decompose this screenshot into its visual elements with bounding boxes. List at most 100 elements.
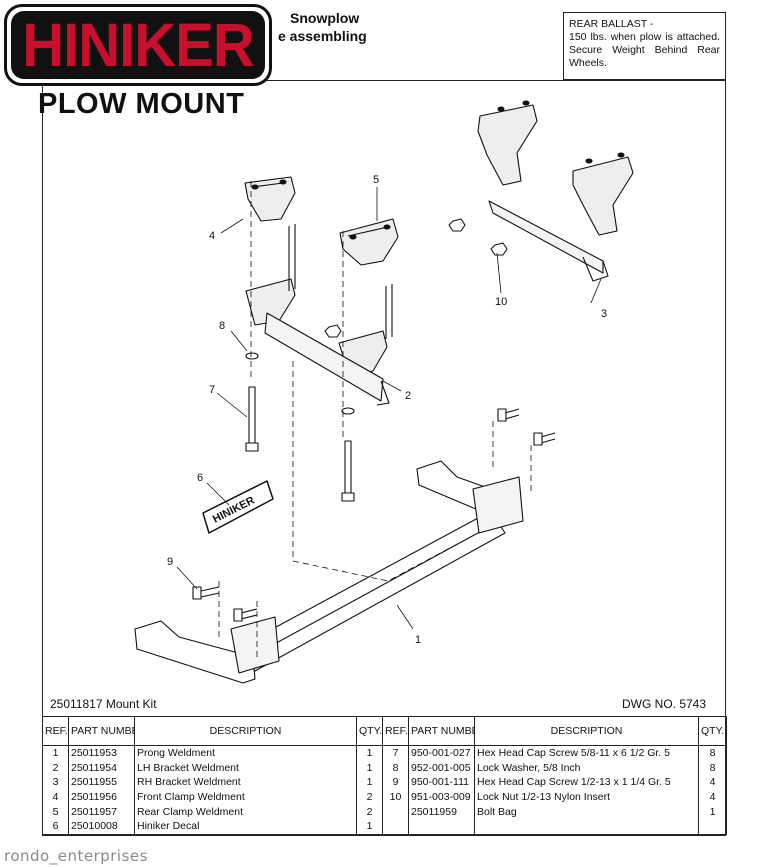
- callout-10: 10: [495, 296, 507, 308]
- kit-label: 25011817 Mount Kit: [50, 697, 157, 711]
- qty-2: 4: [698, 789, 727, 805]
- table-header-row: REF. NO. PART NUMBER DESCRIPTION QTY. RE…: [42, 716, 727, 746]
- header-part-number-2: PART NUMBER: [408, 716, 475, 746]
- part-number: 25011955: [68, 775, 135, 790]
- rh-bracket-part-3: [477, 100, 634, 282]
- table-row: 5 25011957 Rear Clamp Weldment 2 2501195…: [42, 804, 727, 819]
- description: LH Bracket Weldment: [134, 760, 357, 776]
- ref-2: 8: [382, 760, 409, 776]
- description: Rear Clamp Weldment: [134, 804, 357, 819]
- description-2: Hex Head Cap Screw 1/2-13 x 1 1/4 Gr. 5: [474, 775, 699, 790]
- table-row: 6 25010008 Hiniker Decal 1: [42, 818, 727, 835]
- qty: 2: [356, 804, 383, 819]
- qty: 1: [356, 760, 383, 776]
- cap-screw-part-7: [245, 386, 355, 502]
- callout-6: 6: [197, 472, 203, 484]
- description-2: Hex Head Cap Screw 5/8-11 x 6 1/2 Gr. 5: [474, 745, 699, 761]
- description-2: Lock Washer, 5/8 Inch: [474, 760, 699, 776]
- table-row: 4 25011956 Front Clamp Weldment 2 10 951…: [42, 789, 727, 805]
- ref: 6: [42, 818, 69, 835]
- lock-washer-part-8: [245, 352, 355, 415]
- rear-clamp-part-4: [244, 176, 296, 222]
- header-qty-2: QTY.: [698, 716, 727, 746]
- part-number: 25011957: [68, 804, 135, 819]
- header-line-1: Snowplow: [290, 10, 360, 26]
- watermark: rondo_enterprises: [4, 847, 148, 865]
- part-number-2: 951-003-009: [408, 789, 475, 805]
- qty-2: [698, 818, 727, 835]
- callout-1: 1: [415, 634, 421, 646]
- callout-leaders: [176, 187, 602, 630]
- callout-labels: 4 5 3 8 7 2 6 9 1 10: [167, 174, 607, 646]
- ref: 2: [42, 760, 69, 776]
- description: Hiniker Decal: [134, 818, 357, 835]
- lh-bracket-part-2: [245, 224, 393, 406]
- qty: 1: [356, 818, 383, 835]
- ref-2: [382, 818, 409, 835]
- header-description-2: DESCRIPTION: [474, 716, 699, 746]
- ballast-note: REAR BALLAST - 150 lbs. when plow is att…: [563, 12, 726, 80]
- ref-2: 9: [382, 775, 409, 790]
- part-number-2: 950-001-027: [408, 745, 475, 761]
- ballast-body: 150 lbs. when plow is attached. Secure W…: [569, 31, 720, 69]
- ref-2: [382, 804, 409, 819]
- part-number-2: 25011959: [408, 804, 475, 819]
- part-number: 25011953: [68, 745, 135, 761]
- table-row: 1 25011953 Prong Weldment 1 7 950-001-02…: [42, 745, 727, 761]
- header-line-2: e assembling: [278, 28, 367, 44]
- callout-2: 2: [405, 390, 411, 402]
- ref: 5: [42, 804, 69, 819]
- description-2: Bolt Bag: [474, 804, 699, 819]
- drawing-frame: [42, 80, 726, 836]
- logo-badge: HINIKER: [11, 11, 265, 79]
- callout-4: 4: [209, 230, 215, 242]
- cap-screw-part-9: [192, 408, 556, 622]
- description: RH Bracket Weldment: [134, 775, 357, 790]
- ref-2: 10: [382, 789, 409, 805]
- callout-8: 8: [219, 320, 225, 332]
- part-number: 25010008: [68, 818, 135, 835]
- description: Front Clamp Weldment: [134, 789, 357, 805]
- ref: 3: [42, 775, 69, 790]
- part-number: 25011954: [68, 760, 135, 776]
- hiniker-decal-part-6: HINIKER: [202, 480, 274, 534]
- description-2: [474, 818, 699, 835]
- qty: 1: [356, 775, 383, 790]
- hiniker-logo: HINIKER: [4, 4, 272, 86]
- assembly-lines: [218, 181, 532, 661]
- logo-text: HINIKER: [22, 10, 254, 80]
- ref: 4: [42, 789, 69, 805]
- qty: 2: [356, 789, 383, 805]
- drawing-number: DWG NO. 5743: [622, 697, 707, 711]
- callout-7: 7: [209, 384, 215, 396]
- part-number: 25011956: [68, 789, 135, 805]
- ref-2: 7: [382, 745, 409, 761]
- header-ref-2: REF. NO.: [382, 716, 409, 746]
- part-number-2: [408, 818, 475, 835]
- ballast-title: REAR BALLAST -: [569, 18, 654, 30]
- part-number-2: 950-001-111: [408, 775, 475, 790]
- qty-2: 8: [698, 745, 727, 761]
- qty: 1: [356, 745, 383, 761]
- table-row: 2 25011954 LH Bracket Weldment 1 8 952-0…: [42, 760, 727, 776]
- prong-weldment-part-1: [134, 460, 524, 684]
- callout-5: 5: [373, 174, 379, 186]
- header-description: DESCRIPTION: [134, 716, 357, 746]
- page-title: PLOW MOUNT: [38, 88, 245, 120]
- header-text: Snowplow e assembling: [278, 9, 367, 45]
- qty-2: 1: [698, 804, 727, 819]
- callout-3: 3: [601, 308, 607, 320]
- parts-table: REF. NO. PART NUMBER DESCRIPTION QTY. RE…: [42, 716, 727, 835]
- table-row: 3 25011955 RH Bracket Weldment 1 9 950-0…: [42, 775, 727, 790]
- exploded-diagram: HINIKER: [134, 100, 634, 684]
- qty-2: 8: [698, 760, 727, 776]
- header-ref: REF. NO.: [42, 716, 69, 746]
- ref: 1: [42, 745, 69, 761]
- lock-nut-part-10: [324, 218, 508, 338]
- description-2: Lock Nut 1/2-13 Nylon Insert: [474, 789, 699, 805]
- header-part-number: PART NUMBER: [68, 716, 135, 746]
- callout-9: 9: [167, 556, 173, 568]
- qty-2: 4: [698, 775, 727, 790]
- part-number-2: 952-001-005: [408, 760, 475, 776]
- header-qty: QTY.: [356, 716, 383, 746]
